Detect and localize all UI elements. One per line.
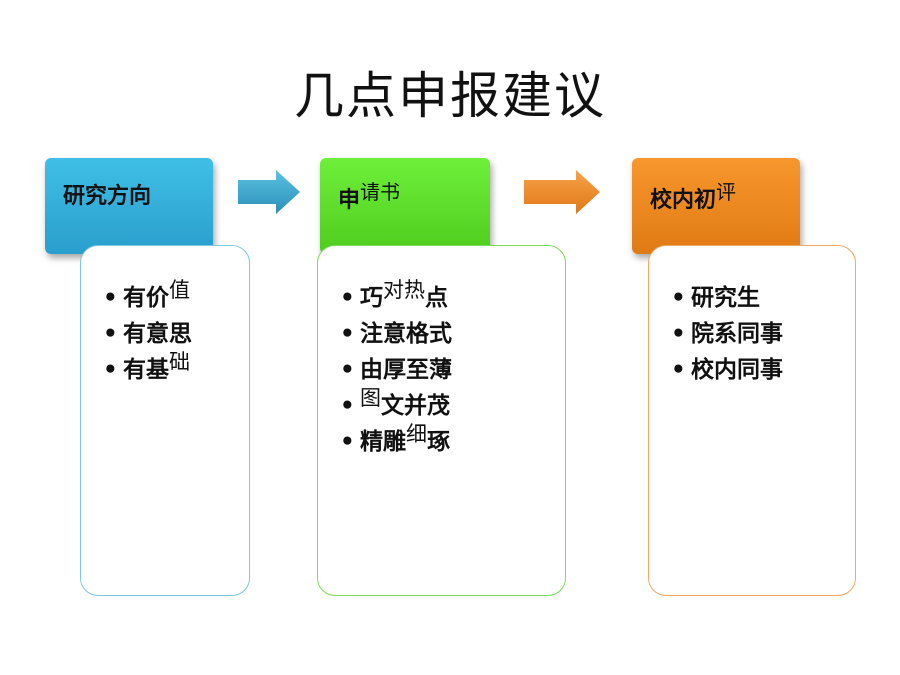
step-internal-review-panel: •研究生 •院系同事 •校内同事 (648, 245, 856, 596)
step-internal-review-box: 校内初评 (632, 158, 800, 254)
list-item: •有意思 (103, 308, 192, 347)
list-item: •图文并茂 (340, 380, 452, 419)
list-item: •校内同事 (671, 344, 783, 383)
bullet-icon: • (340, 285, 355, 311)
list-item: •精雕细琢 (340, 416, 452, 455)
right-arrow-icon (238, 170, 300, 214)
list-item: •巧对热点 (340, 272, 452, 311)
step-header-label: 研究方向 (63, 176, 151, 210)
header-main-text: 研究方向 (63, 184, 152, 209)
list-item: •研究生 (671, 272, 783, 311)
header-sup-text: 请书 (360, 180, 401, 204)
bullet-icon: • (340, 321, 355, 347)
list-item: •有价值 (103, 272, 192, 311)
bullet-icon: • (340, 429, 355, 455)
list-item: •有基础 (103, 344, 192, 383)
bullet-icon: • (340, 357, 355, 383)
bullet-list: •研究生 •院系同事 •校内同事 (671, 272, 783, 383)
bullet-icon: • (671, 285, 686, 311)
header-main-text: 校内初 (650, 188, 717, 213)
step-research-direction-panel: •有价值 •有意思 •有基础 (80, 245, 250, 596)
bullet-icon: • (103, 321, 118, 347)
header-sup-text: 评 (716, 180, 737, 204)
bullet-icon: • (671, 357, 686, 383)
page-title: 几点申报建议 (294, 67, 606, 125)
step-application-box: 申请书 (320, 158, 490, 254)
bullet-list: •有价值 •有意思 •有基础 (103, 272, 192, 383)
bullet-icon: • (671, 321, 686, 347)
bullet-icon: • (103, 357, 118, 383)
list-item: •注意格式 (340, 308, 452, 347)
list-item: •院系同事 (671, 308, 783, 347)
bullet-list: •巧对热点 •注意格式 •由厚至薄 •图文并茂 •精雕细琢 (340, 272, 452, 455)
bullet-icon: • (103, 285, 118, 311)
right-arrow-icon (524, 170, 600, 214)
step-research-direction-box: 研究方向 (45, 158, 213, 254)
bullet-icon: • (340, 393, 355, 419)
step-header-label: 申请书 (338, 176, 400, 214)
list-item: •由厚至薄 (340, 344, 452, 383)
header-main-text: 申 (338, 188, 361, 213)
step-header-label: 校内初评 (650, 176, 736, 214)
step-application-panel: •巧对热点 •注意格式 •由厚至薄 •图文并茂 •精雕细琢 (317, 245, 566, 596)
